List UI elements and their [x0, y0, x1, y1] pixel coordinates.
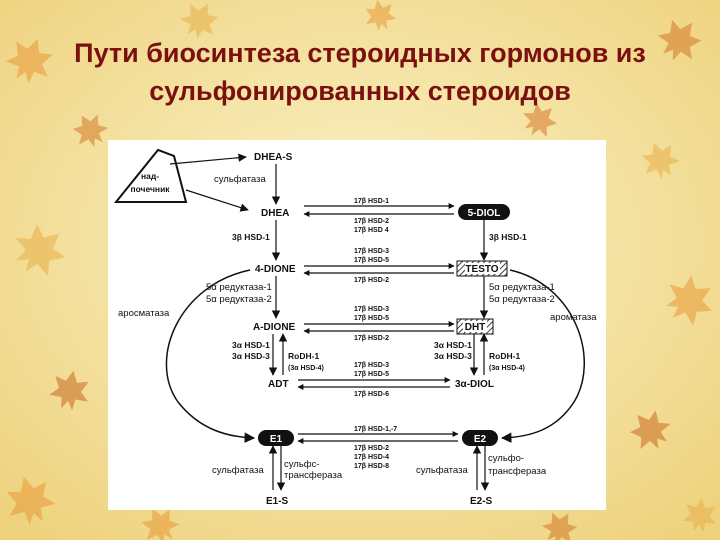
hsd17-row3-1: 17β HSD-3	[354, 248, 389, 255]
hsd3-right-label: 3β HSD-1	[489, 232, 527, 242]
hsd17-row10-3: 17β HSD-8	[354, 463, 389, 470]
steroid-pathway-diagram: над- почечник DHEA-S DHEA 5-DIOL 4-DIONE…	[113, 148, 597, 507]
reductase-right-1: 5α редуктаза-1	[489, 282, 555, 293]
slide-title-line-1: Пути биосинтеза стероидных гормонов из	[74, 38, 646, 68]
node-dht-label-bg	[463, 321, 487, 332]
node-4dione: 4-DIONE	[255, 264, 296, 275]
rodh-right-1: RoDH-1	[489, 351, 520, 361]
hsd17-row1-1: 17β HSD-1	[354, 198, 389, 205]
sulfotransferase-e2-1: сульфо-	[488, 453, 524, 464]
sulfatase-label-top: сульфатаза	[214, 174, 266, 185]
node-e2: E2	[474, 434, 487, 445]
ahsd-left-1: 3α HSD-1	[232, 340, 270, 350]
sulfatase-e1-label: сульфатаза	[212, 465, 264, 476]
node-5diol-box	[458, 204, 510, 220]
sulfotransferase-e2-2: трансфераза	[488, 466, 547, 477]
hsd17-row7-1: 17β HSD-3	[354, 362, 389, 369]
node-e2-box	[462, 430, 498, 446]
hsd17-row5-1: 17β HSD-3	[354, 306, 389, 313]
node-e1: E1	[270, 434, 283, 445]
hsd17-row10-1: 17β HSD-2	[354, 445, 389, 452]
hsd3-left-label: 3β HSD-1	[232, 232, 270, 242]
steroid-pathway-figure: над- почечник DHEA-S DHEA 5-DIOL 4-DIONE…	[108, 140, 606, 510]
rodh-left-2: (3α HSD-4)	[288, 365, 324, 372]
hsd17-row9-1: 17β HSD-1,-7	[354, 426, 397, 433]
aromatase-left-label: аросматаза	[118, 308, 170, 319]
sulfotransferase-e1-2: трансфераза	[284, 470, 343, 481]
reductase-left-1: 5α редуктаза-1	[206, 282, 272, 293]
node-testo-label-bg	[465, 263, 500, 274]
rodh-left-1: RoDH-1	[288, 351, 319, 361]
aromatase-right-curve	[500, 269, 585, 443]
hsd17-row10-2: 17β HSD-4	[354, 454, 389, 461]
adrenal-label-line-2: почечник	[130, 184, 170, 194]
ahsd-left-2: 3α HSD-3	[232, 351, 270, 361]
node-adt: ADT	[268, 379, 289, 390]
node-e1-box	[258, 430, 294, 446]
hsd17-row4-1: 17β HSD-2	[354, 277, 389, 284]
rodh-right-2: (3α HSD-4)	[489, 365, 525, 372]
node-dhea: DHEA	[261, 208, 289, 219]
node-e2s: E2-S	[470, 496, 493, 507]
ahsd-right-2: 3α HSD-3	[434, 351, 472, 361]
node-dheas: DHEA-S	[254, 152, 293, 163]
reductase-right-2: 5α редуктаза-2	[489, 294, 555, 305]
sulfotransferase-e1-1: сульфс-	[284, 459, 320, 470]
hsd17-row7-2: 17β HSD-5	[354, 371, 389, 378]
hsd17-row6-1: 17β HSD-2	[354, 335, 389, 342]
slide-title-line-2: сульфонированных стероидов	[149, 76, 571, 106]
hsd17-row2-2: 17β HSD 4	[354, 227, 389, 234]
adrenal-to-dhea-arrow	[185, 189, 249, 212]
adrenal-label-line-1: над-	[141, 171, 159, 181]
sulfatase-e2-label: сульфатаза	[416, 465, 468, 476]
reductase-left-2: 5α редуктаза-2	[206, 294, 272, 305]
node-testo: TESTO	[465, 264, 498, 275]
hsd17-row8-1: 17β HSD-6	[354, 391, 389, 398]
ahsd-right-1: 3α HSD-1	[434, 340, 472, 350]
node-dht: DHT	[465, 322, 486, 333]
aromatase-left-curve	[165, 269, 256, 443]
hsd17-row2-1: 17β HSD-2	[354, 218, 389, 225]
adrenal-gland-shape	[113, 148, 188, 203]
hsd17-row5-2: 17β HSD-5	[354, 315, 389, 322]
slide-title: Пути биосинтеза стероидных гормонов из с…	[0, 34, 720, 110]
aromatase-right-label: ароматаза	[550, 312, 597, 323]
node-5diol: 5-DIOL	[468, 208, 501, 219]
adrenal-to-dheas-arrow	[169, 153, 247, 165]
hsd17-row3-2: 17β HSD-5	[354, 257, 389, 264]
node-adione: A-DIONE	[253, 322, 296, 333]
node-3adiol: 3α-DIOL	[455, 379, 494, 390]
node-e1s: E1-S	[266, 496, 289, 507]
